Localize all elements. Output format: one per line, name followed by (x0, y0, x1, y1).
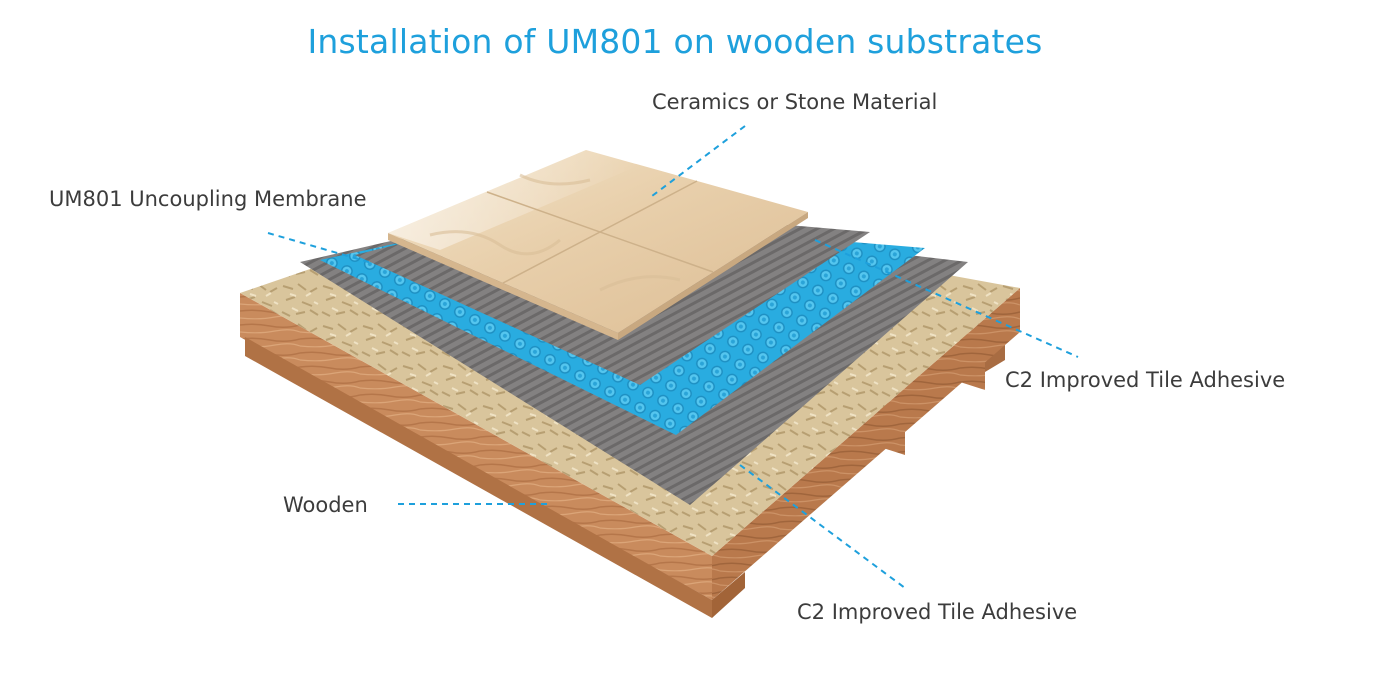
joist-front (245, 337, 712, 618)
label-membrane: UM801 Uncoupling Membrane (49, 187, 367, 211)
board-front-edge (240, 293, 712, 600)
label-ceramics: Ceramics or Stone Material (652, 90, 938, 114)
tile-surface (388, 150, 808, 340)
leader-ceramics (651, 125, 746, 197)
diagram-title: Installation of UM801 on wooden substrat… (307, 22, 1043, 61)
leader-adhesive-bottom (739, 464, 906, 589)
label-adhesive-bottom: C2 Improved Tile Adhesive (797, 600, 1078, 624)
board-right-edge (712, 288, 1020, 600)
label-wooden: Wooden (283, 493, 368, 517)
leader-membrane (267, 232, 373, 264)
label-adhesive-top: C2 Improved Tile Adhesive (1005, 368, 1286, 392)
leader-adhesive-top (814, 239, 1079, 358)
